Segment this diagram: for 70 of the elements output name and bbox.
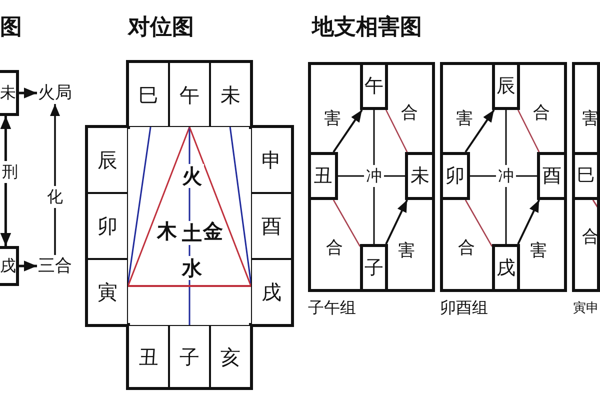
arrow <box>19 88 37 98</box>
branch-box: 巳 <box>572 152 600 200</box>
grid-cell: 寅 <box>87 259 128 325</box>
branch-box: 子 <box>360 244 388 292</box>
connector-line <box>373 110 375 244</box>
connector-line <box>128 285 251 288</box>
grid-cell: 丑 <box>128 325 169 388</box>
edge-label: 合 <box>458 239 475 258</box>
grid-cell: 酉 <box>251 193 292 259</box>
section-heading: 地支相害图 <box>312 16 422 40</box>
connector-line <box>332 200 361 247</box>
grid-cell: 辰 <box>87 127 128 193</box>
grid-cell: 亥 <box>210 325 251 388</box>
grid-cell: 巳 <box>128 62 169 127</box>
edge-label: 刑 <box>0 161 20 183</box>
branch-box: 戌 <box>0 246 19 286</box>
edge-label: 合 <box>582 228 599 247</box>
edge-label: 害 <box>398 242 415 261</box>
branch-box: 戌 <box>492 244 520 292</box>
arrow <box>19 260 37 272</box>
node-label: 火局 <box>37 82 73 104</box>
connector-line <box>464 200 493 247</box>
grid-cell: 未 <box>210 62 251 127</box>
grid-cell: 申 <box>251 127 292 193</box>
grid-cell: 子 <box>169 325 210 388</box>
edge-label: 合 <box>533 104 550 123</box>
panel-caption: 寅申 <box>573 302 599 316</box>
connector-line <box>505 110 507 244</box>
connector-line <box>127 126 152 284</box>
connector-line <box>517 110 540 152</box>
branch-box: 未 <box>405 152 435 200</box>
branch-box: 酉 <box>537 152 567 200</box>
grid-cell: 戌 <box>251 259 292 325</box>
connector-line <box>188 126 252 286</box>
edge-label: 冲 <box>364 165 384 187</box>
arrow <box>517 200 540 244</box>
arrow <box>332 109 363 153</box>
node-label: 三合 <box>37 255 73 277</box>
branch-box: 午 <box>360 62 388 110</box>
element-label: 水 <box>180 256 204 280</box>
edge-label: 害 <box>456 110 473 129</box>
edge-label: 害 <box>324 110 341 129</box>
element-label: 木 <box>157 221 177 241</box>
panel-caption: 卯酉组 <box>440 299 488 317</box>
edge-label: 合 <box>326 239 343 258</box>
connector-line <box>229 126 252 284</box>
edge-label: 化 <box>45 186 65 208</box>
connector-line <box>385 110 408 152</box>
text-label: 害 <box>582 110 599 129</box>
branch-box: 未 <box>0 70 19 116</box>
branch-box: 辰 <box>492 62 520 110</box>
arrow <box>0 116 12 246</box>
arrow <box>464 109 495 153</box>
branch-box: 丑 <box>308 152 338 200</box>
grid-cell: 午 <box>169 62 210 127</box>
arrow <box>385 200 408 244</box>
connector-line <box>127 126 190 286</box>
grid-cell: 卯 <box>87 193 128 259</box>
edge-label: 冲 <box>496 165 516 187</box>
section-heading: 对位图 <box>128 16 194 40</box>
element-label: 火 <box>180 164 204 188</box>
branch-box: 卯 <box>440 152 470 200</box>
arrow <box>50 104 60 255</box>
connector-line <box>188 127 190 325</box>
section-heading: 图 <box>0 16 22 40</box>
edge-label: 合 <box>401 104 418 123</box>
edge-label: 害 <box>530 242 547 261</box>
panel-caption: 子午组 <box>308 299 356 317</box>
element-label: 金 <box>203 221 223 241</box>
element-label: 土 <box>180 221 204 245</box>
